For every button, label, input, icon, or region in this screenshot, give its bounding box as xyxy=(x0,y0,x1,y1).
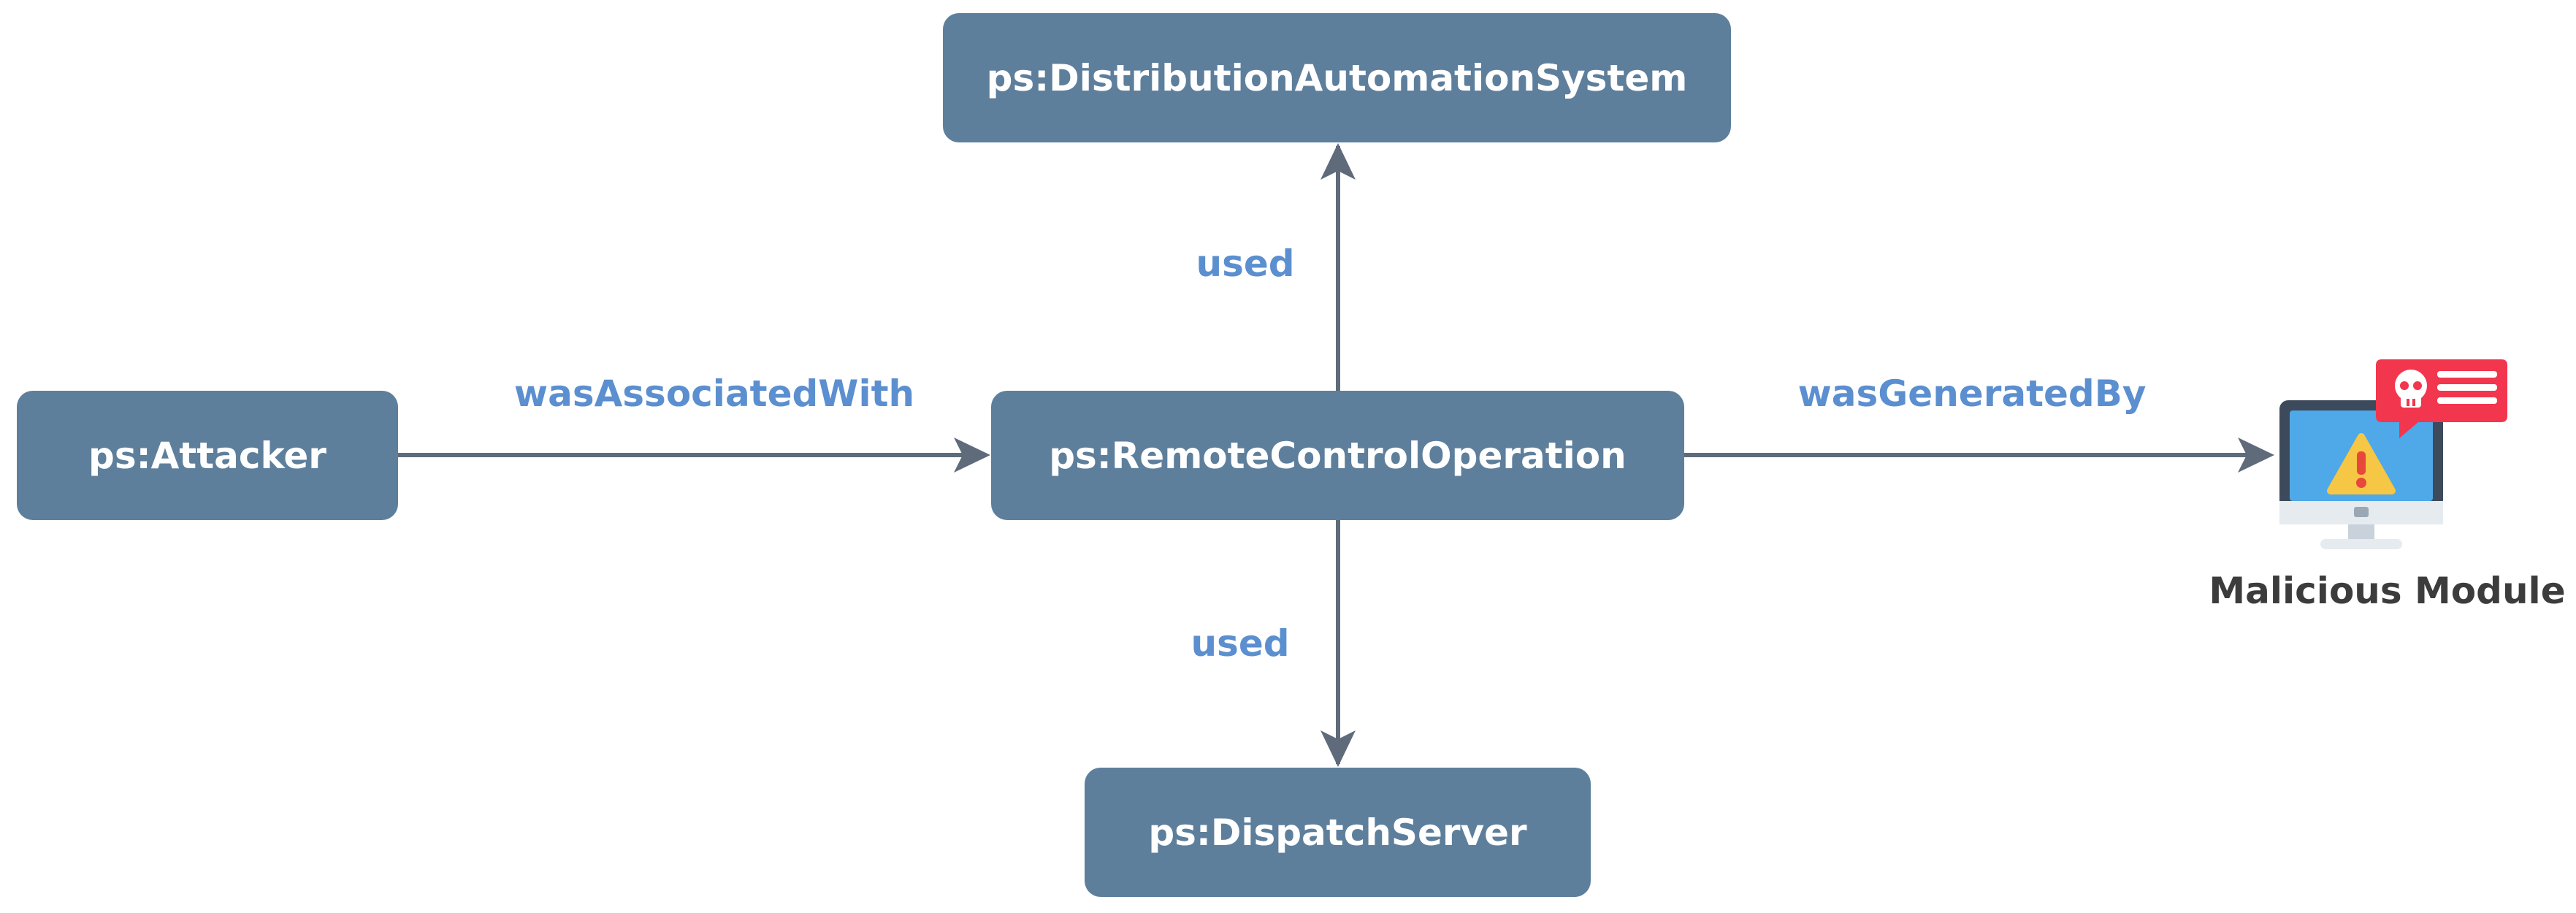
arrowhead-right-2 xyxy=(2238,438,2274,473)
node-remote-control-operation: ps:RemoteControlOperation xyxy=(991,391,1684,520)
monitor-warning-icon xyxy=(2279,359,2507,549)
node-dispatch-server: ps:DispatchServer xyxy=(1085,768,1591,897)
edge-label-was-associated-with: wasAssociatedWith xyxy=(513,373,915,415)
node-distribution-automation-system: ps:DistributionAutomationSystem xyxy=(943,13,1731,142)
arrowhead-right-1 xyxy=(954,438,990,473)
node-label: ps:DispatchServer xyxy=(1148,811,1527,854)
node-label: ps:RemoteControlOperation xyxy=(1049,434,1627,477)
edge-label-was-generated-by: wasGeneratedBy xyxy=(1797,373,2147,415)
malicious-module-label: Malicious Module xyxy=(2209,570,2566,612)
malicious-module: Malicious Module xyxy=(2198,351,2576,628)
arrowhead-up xyxy=(1321,143,1356,180)
node-label: ps:DistributionAutomationSystem xyxy=(986,56,1688,99)
arrowhead-down xyxy=(1321,730,1356,767)
edge-label-used-top: used xyxy=(1196,242,1295,285)
edge-label-used-bottom: used xyxy=(1190,622,1290,665)
node-attacker: ps:Attacker xyxy=(17,391,398,520)
node-label: ps:Attacker xyxy=(88,434,326,477)
